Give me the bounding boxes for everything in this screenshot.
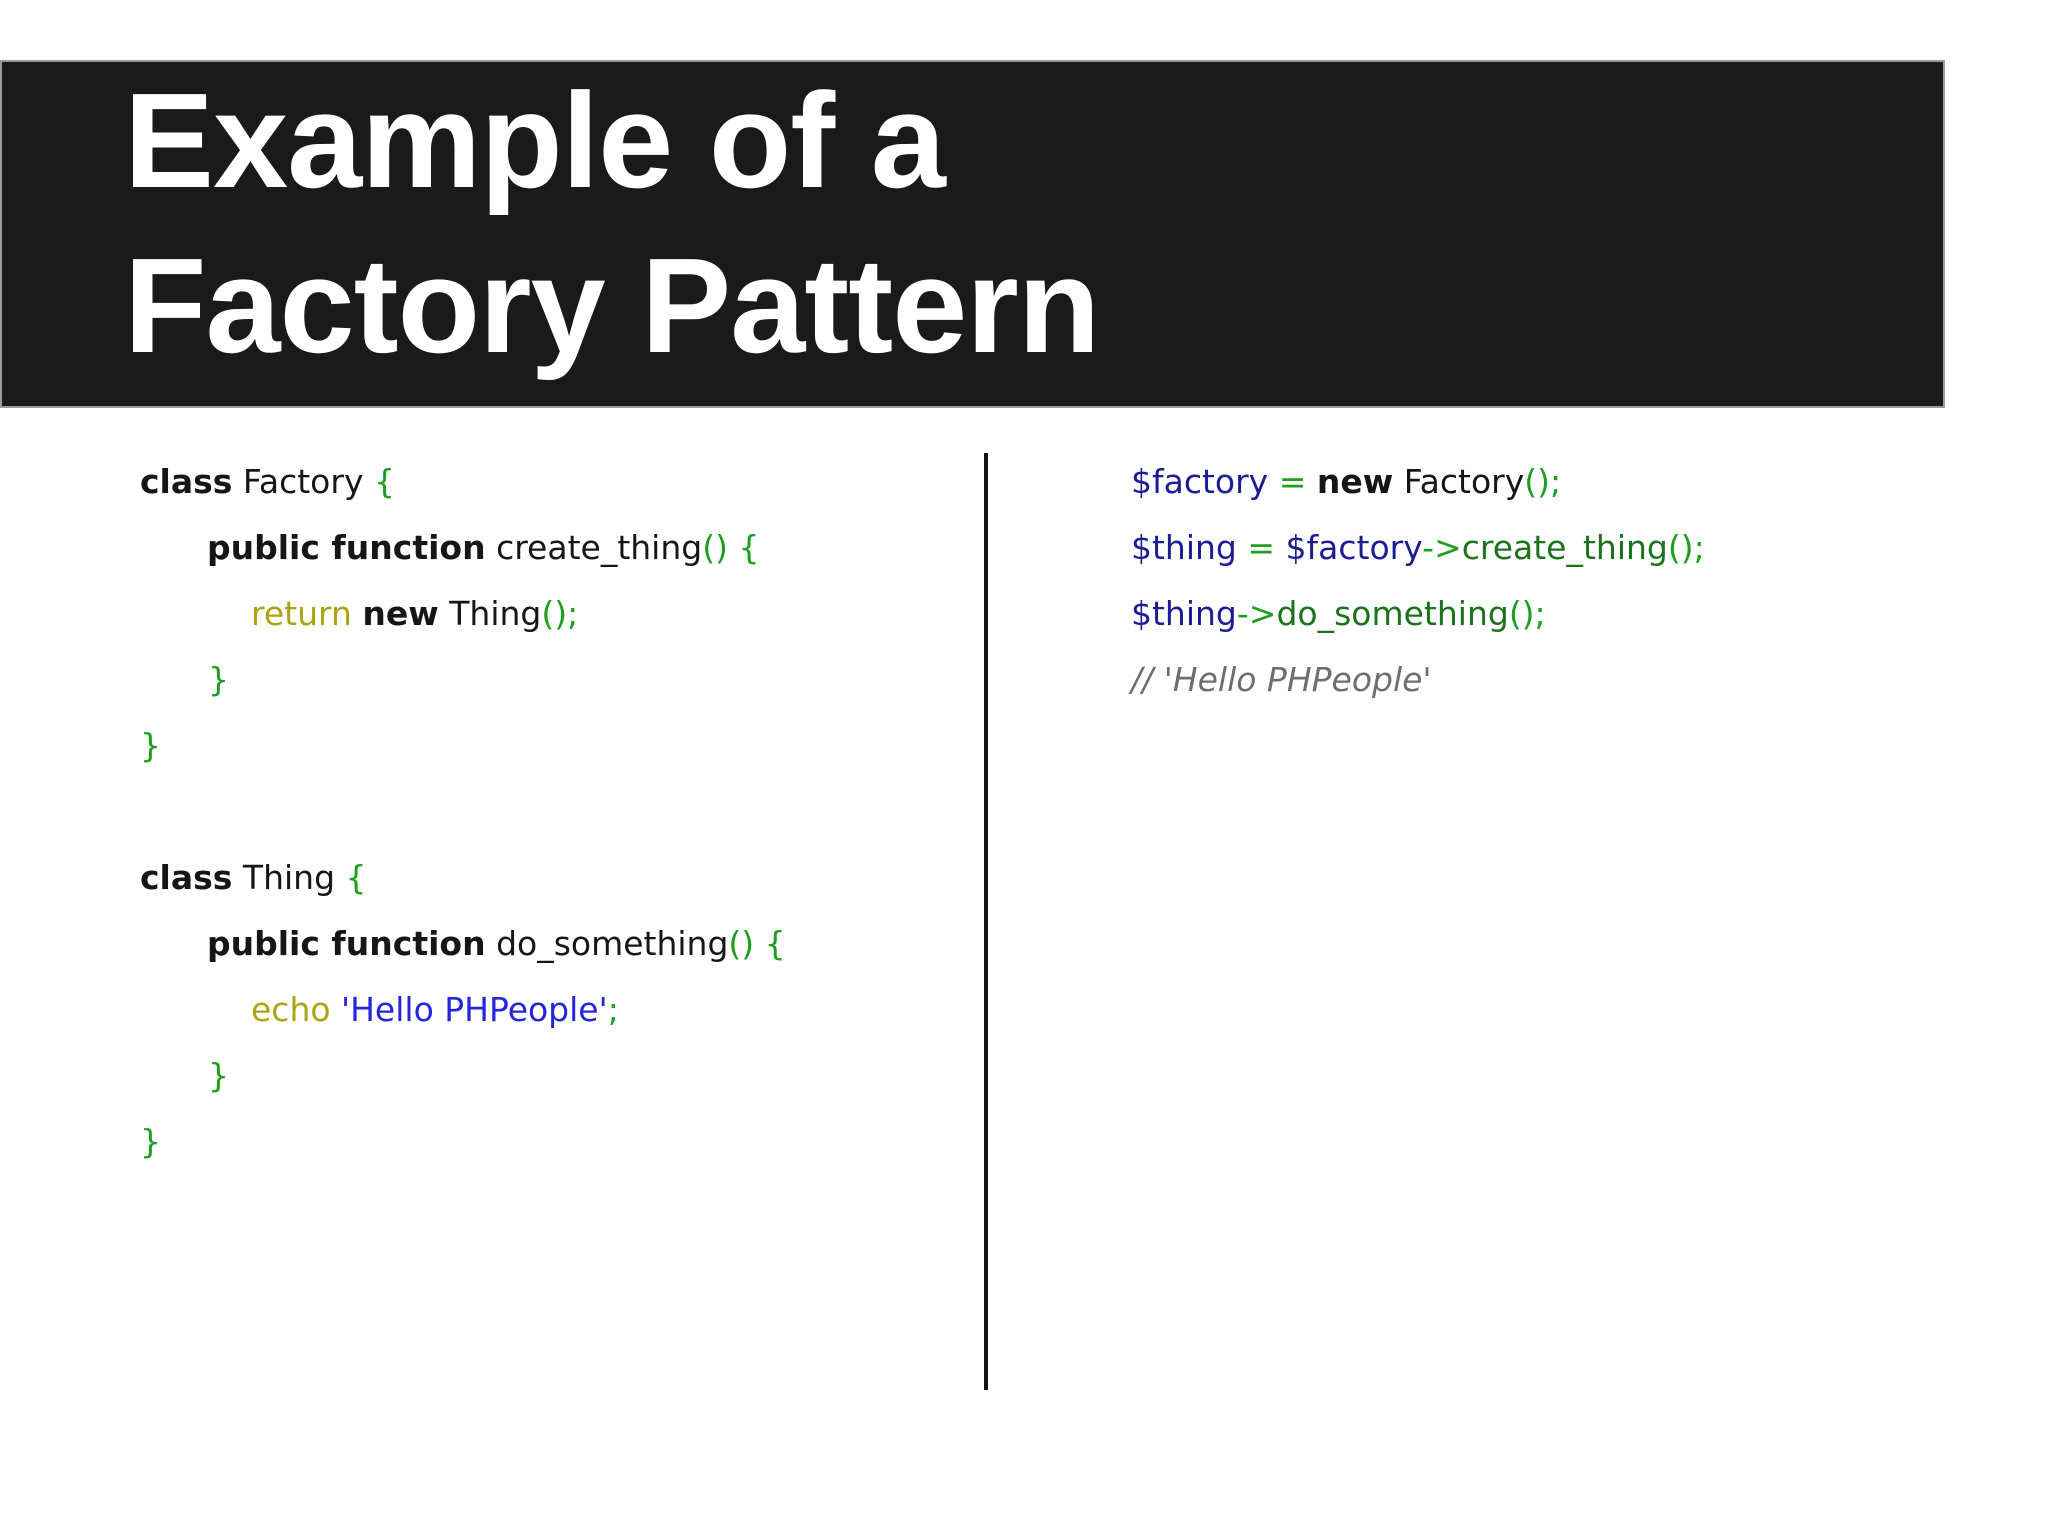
code-token: (); bbox=[1524, 462, 1562, 501]
code-token: class bbox=[140, 462, 233, 501]
code-line: $factory = new Factory(); bbox=[1131, 449, 1705, 515]
usage-example-code: $factory = new Factory();$thing = $facto… bbox=[1131, 449, 1705, 713]
code-token: { bbox=[373, 462, 395, 501]
code-token: 'Hello PHPeople' bbox=[341, 990, 608, 1029]
code-token: do_something bbox=[1276, 594, 1509, 633]
code-token: public function bbox=[207, 924, 486, 963]
code-token: } bbox=[140, 726, 161, 765]
code-line: return new Thing(); bbox=[140, 581, 786, 647]
code-token: -> bbox=[1236, 594, 1277, 633]
code-line: } bbox=[140, 1109, 786, 1175]
code-line: } bbox=[140, 713, 786, 779]
code-token: new bbox=[362, 594, 439, 633]
code-token: } bbox=[140, 1122, 161, 1161]
code-line: } bbox=[140, 647, 786, 713]
slide-title-line-1: Example of a bbox=[124, 65, 946, 216]
code-token: () { bbox=[728, 924, 786, 963]
code-token: create_thing bbox=[1461, 528, 1668, 567]
code-line: class Thing { bbox=[140, 845, 786, 911]
code-line: public function create_thing() { bbox=[140, 515, 786, 581]
code-token: () { bbox=[702, 528, 760, 567]
code-line: public function do_something() { bbox=[140, 911, 786, 977]
code-token: $factory bbox=[1131, 462, 1269, 501]
column-divider bbox=[984, 453, 988, 1390]
class-definitions-code: class Factory {public function create_th… bbox=[140, 449, 786, 1175]
code-token: (); bbox=[1508, 594, 1546, 633]
code-token: // 'Hello PHPeople' bbox=[1131, 660, 1432, 699]
slide-title-line-2: Factory Pattern bbox=[124, 230, 1100, 381]
code-line: class Factory { bbox=[140, 449, 786, 515]
code-token: return bbox=[251, 594, 363, 633]
title-banner: Example of a Factory Pattern bbox=[0, 60, 1945, 408]
code-line bbox=[140, 779, 786, 845]
code-token: } bbox=[208, 1056, 229, 1095]
code-token: -> bbox=[1422, 528, 1462, 567]
code-token: class bbox=[140, 858, 233, 897]
code-token: new bbox=[1316, 462, 1394, 501]
code-token: Factory bbox=[232, 462, 374, 501]
code-line: } bbox=[140, 1043, 786, 1109]
code-token: Thing bbox=[438, 594, 542, 633]
code-token: ; bbox=[607, 990, 619, 1029]
code-token: = bbox=[1236, 528, 1286, 567]
code-token: public function bbox=[207, 528, 486, 567]
code-token: $factory bbox=[1285, 528, 1423, 567]
code-token: (); bbox=[541, 594, 579, 633]
code-token: echo bbox=[251, 990, 342, 1029]
code-token: do_something bbox=[485, 924, 729, 963]
code-line: echo 'Hello PHPeople'; bbox=[140, 977, 786, 1043]
code-line: $thing = $factory->create_thing(); bbox=[1131, 515, 1705, 581]
code-token: } bbox=[208, 660, 229, 699]
code-token: Thing bbox=[232, 858, 346, 897]
code-line: $thing->do_something(); bbox=[1131, 581, 1705, 647]
code-token: = bbox=[1268, 462, 1317, 501]
code-token: { bbox=[345, 858, 367, 897]
code-token: Factory bbox=[1393, 462, 1525, 501]
code-token: $thing bbox=[1131, 594, 1237, 633]
code-token: create_thing bbox=[485, 528, 703, 567]
code-token: $thing bbox=[1131, 528, 1237, 567]
code-token: (); bbox=[1667, 528, 1705, 567]
code-line: // 'Hello PHPeople' bbox=[1131, 647, 1705, 713]
